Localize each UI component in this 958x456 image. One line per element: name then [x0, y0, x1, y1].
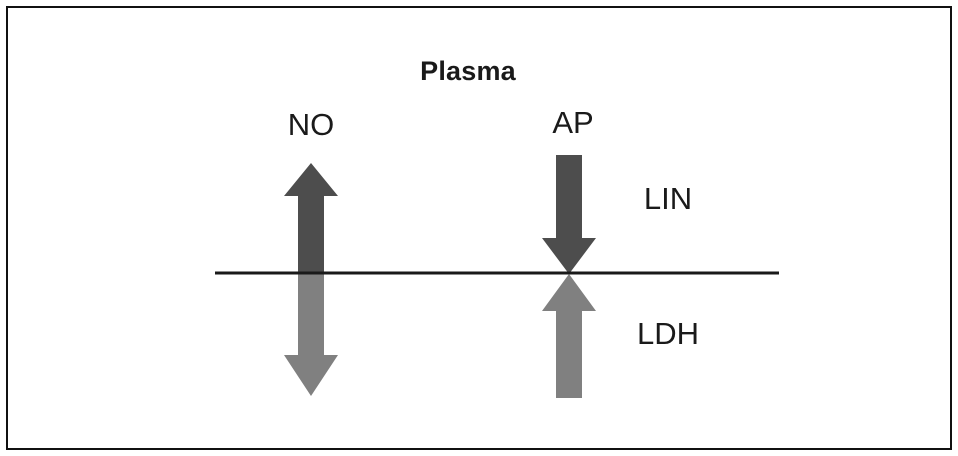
- ap-arrow-label: AP: [552, 105, 594, 140]
- no-up-arrow: [284, 163, 338, 274]
- page-title: Plasma: [420, 56, 516, 86]
- lin-region-label: LIN: [643, 181, 693, 216]
- ap-down-arrow: [542, 155, 596, 274]
- ldh-region-label: LDH: [636, 316, 700, 351]
- figure-border: [6, 6, 952, 450]
- no-down-arrow: [284, 272, 338, 396]
- no-arrow-label: NO: [287, 107, 335, 142]
- ap-up-arrow: [542, 274, 596, 398]
